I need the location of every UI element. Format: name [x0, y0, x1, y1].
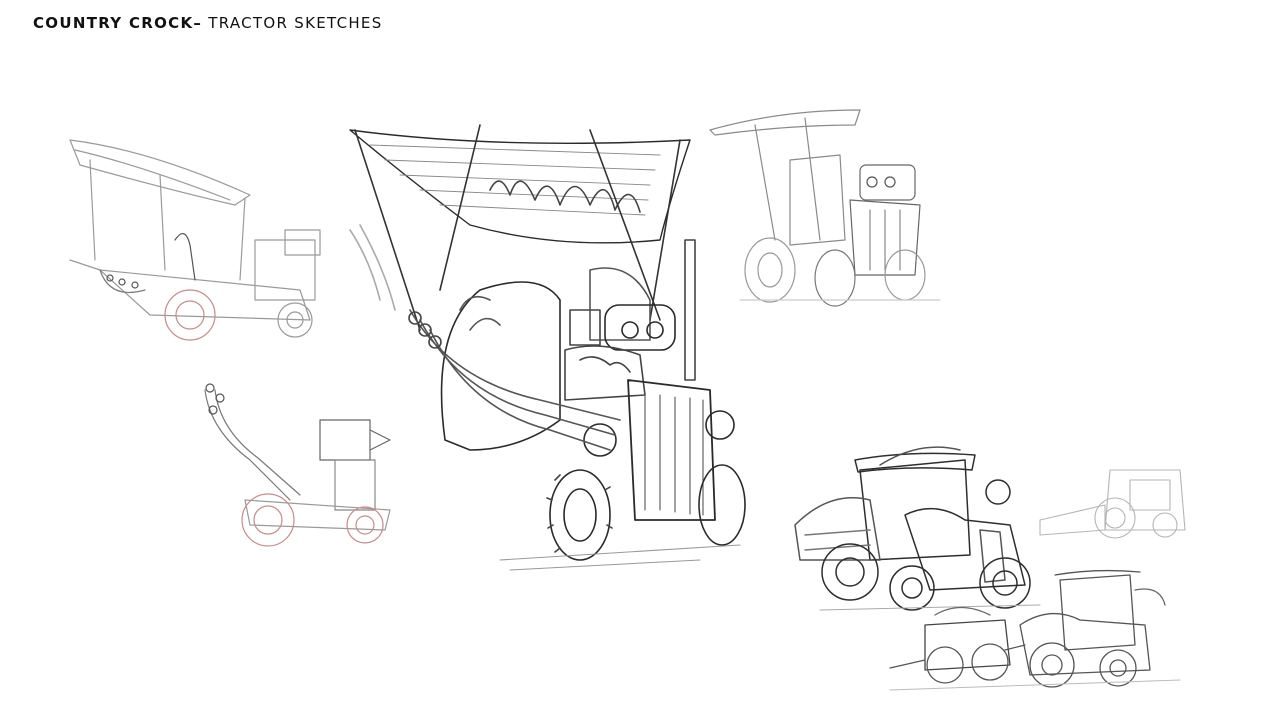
page-title: COUNTRY CROCK– TRACTOR SKETCHES — [33, 14, 383, 32]
sketch-cab-tractor-with-trailer — [794, 446, 1041, 611]
sketch-canopy-tractor-top-right — [709, 109, 941, 307]
sketch-small-tractor-outline-right — [1039, 469, 1186, 539]
sketch-hot-rod-tractor-main — [349, 124, 746, 571]
sketch-cab-tractor-bottom — [889, 569, 1181, 691]
title-brand: COUNTRY CROCK– — [33, 14, 203, 32]
sketch-flag-tractor-left — [69, 139, 321, 341]
title-subtitle: TRACTOR SKETCHES — [202, 14, 383, 32]
sketch-pipe-tractor-small — [204, 383, 391, 547]
